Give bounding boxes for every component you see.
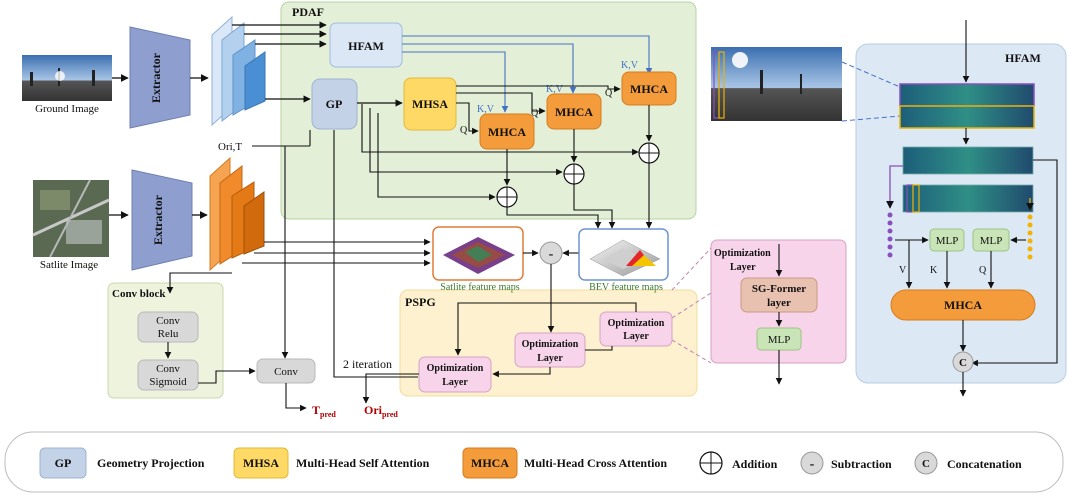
satellite-feature-maps-label: Satlite feature maps [440,282,520,293]
satellite-feature-maps [209,156,265,272]
ground-extractor [129,26,191,129]
legend-gp-tag: GP [55,456,72,470]
legend-mhsa-tag: MHSA [243,456,279,470]
legend-mhca-tag: MHCA [471,456,509,470]
mhca-3-label: MHCA [630,82,668,96]
hfam-q-label: Q [979,265,987,276]
legend-subtraction-symbol: - [810,457,815,472]
ground-image [22,55,112,101]
gp-label: GP [326,97,343,111]
q-label-2: Q [531,108,539,119]
opt-detail-title-1: Optimization [714,248,771,259]
pdaf-hfam-label: HFAM [348,39,384,53]
hfam-k-label: K [930,265,938,276]
ground-feature-maps [211,15,266,127]
q-label-1: Q [460,125,468,136]
pspg-opt-mid-l1: Optimization [522,339,579,350]
hfam-feature-strip-top [899,83,1035,129]
legend-addition-text: Addition [732,457,778,471]
legend-mhsa-text: Multi-Head Self Attention [296,456,430,470]
conv-sigmoid-block [137,359,199,391]
ground-image-label: Ground Image [35,103,99,115]
satellite-image-label: Satlite Image [40,259,98,271]
legend-mhca-text: Multi-Head Cross Attention [524,456,667,470]
t-pred-output: Tpred [312,403,336,419]
legend-subtraction-icon [800,451,824,475]
hfam-ground-photo [711,47,842,121]
legend-concat-symbol: C [922,458,930,470]
legend-concat-text: Concatenation [947,457,1022,471]
legend-subtraction-text: Subtraction [831,457,892,471]
legend-gp-text: Geometry Projection [97,456,205,470]
addition-circle-2 [563,163,585,185]
pspg-opt-left-l2: Layer [442,377,468,388]
addition-circle-1 [496,186,518,208]
kv-label-3: K,V [621,60,639,71]
kv-label-1: K,V [477,104,495,115]
legend-mhca-swatch [462,447,518,479]
legend-addition-icon [699,451,723,475]
legend-mhsa-swatch [233,447,289,479]
mhsa-label: MHSA [412,97,448,111]
pdaf-hfam-block [329,22,403,68]
satellite-image [32,179,110,258]
pspg-title: PSPG [405,295,436,309]
pdaf-title: PDAF [292,5,324,19]
sg-former-line2: layer [767,297,791,309]
iteration-label: 2 iteration [343,357,392,371]
mhca-2-label: MHCA [555,105,593,119]
opt-detail-mlp-label: MLP [768,334,791,346]
mhca-1-label: MHCA [488,125,526,139]
conv-relu-line2: Relu [158,328,179,340]
legend-gp-swatch [39,447,87,479]
satellite-feature-map-image [443,237,515,274]
pspg-opt-right-l2: Layer [623,331,649,342]
pspg-opt-left-l1: Optimization [427,363,484,374]
hfam-mlp-right-label: MLP [980,235,1003,247]
conv-sigmoid-line2: Sigmoid [149,376,187,388]
kv-label-2: K,V [546,84,564,95]
legend-concat-icon [914,451,938,475]
satellite-extractor-label: Extractor [151,194,165,245]
satellite-extractor [131,169,193,271]
mhsa-block [403,77,457,131]
hfam-feature-strip-bottom [902,146,1034,213]
gp-block [311,78,358,130]
ground-extractor-label: Extractor [149,52,163,103]
conv-output-label: Conv [274,366,298,378]
yellow-token-column [1026,198,1034,260]
conv-block-title: Conv block [112,288,166,300]
hfam-mhca-label: MHCA [944,298,982,312]
bev-feature-map-image [589,239,661,277]
ori-t-label: Ori,T [218,141,242,153]
bev-feature-maps-label: BEV feature maps [589,282,663,293]
conv-sigmoid-line1: Conv [156,363,180,375]
hfam-concat-symbol: C [959,357,967,369]
subtraction-symbol: - [549,247,554,262]
hfam-mlp-left-label: MLP [936,235,959,247]
q-label-3: Q [605,88,613,99]
pspg-opt-right-l1: Optimization [608,318,665,329]
pspg-opt-mid-l2: Layer [537,353,563,364]
conv-relu-line1: Conv [156,315,180,327]
opt-detail-title-2: Layer [730,262,756,273]
purple-token-column [886,165,903,258]
hfam-detail-title: HFAM [1005,51,1041,65]
sg-former-line1: SG-Former [752,283,806,295]
hfam-v-label: V [899,265,907,276]
addition-circle-3 [638,142,660,164]
ori-pred-output: Oripred [364,403,398,419]
